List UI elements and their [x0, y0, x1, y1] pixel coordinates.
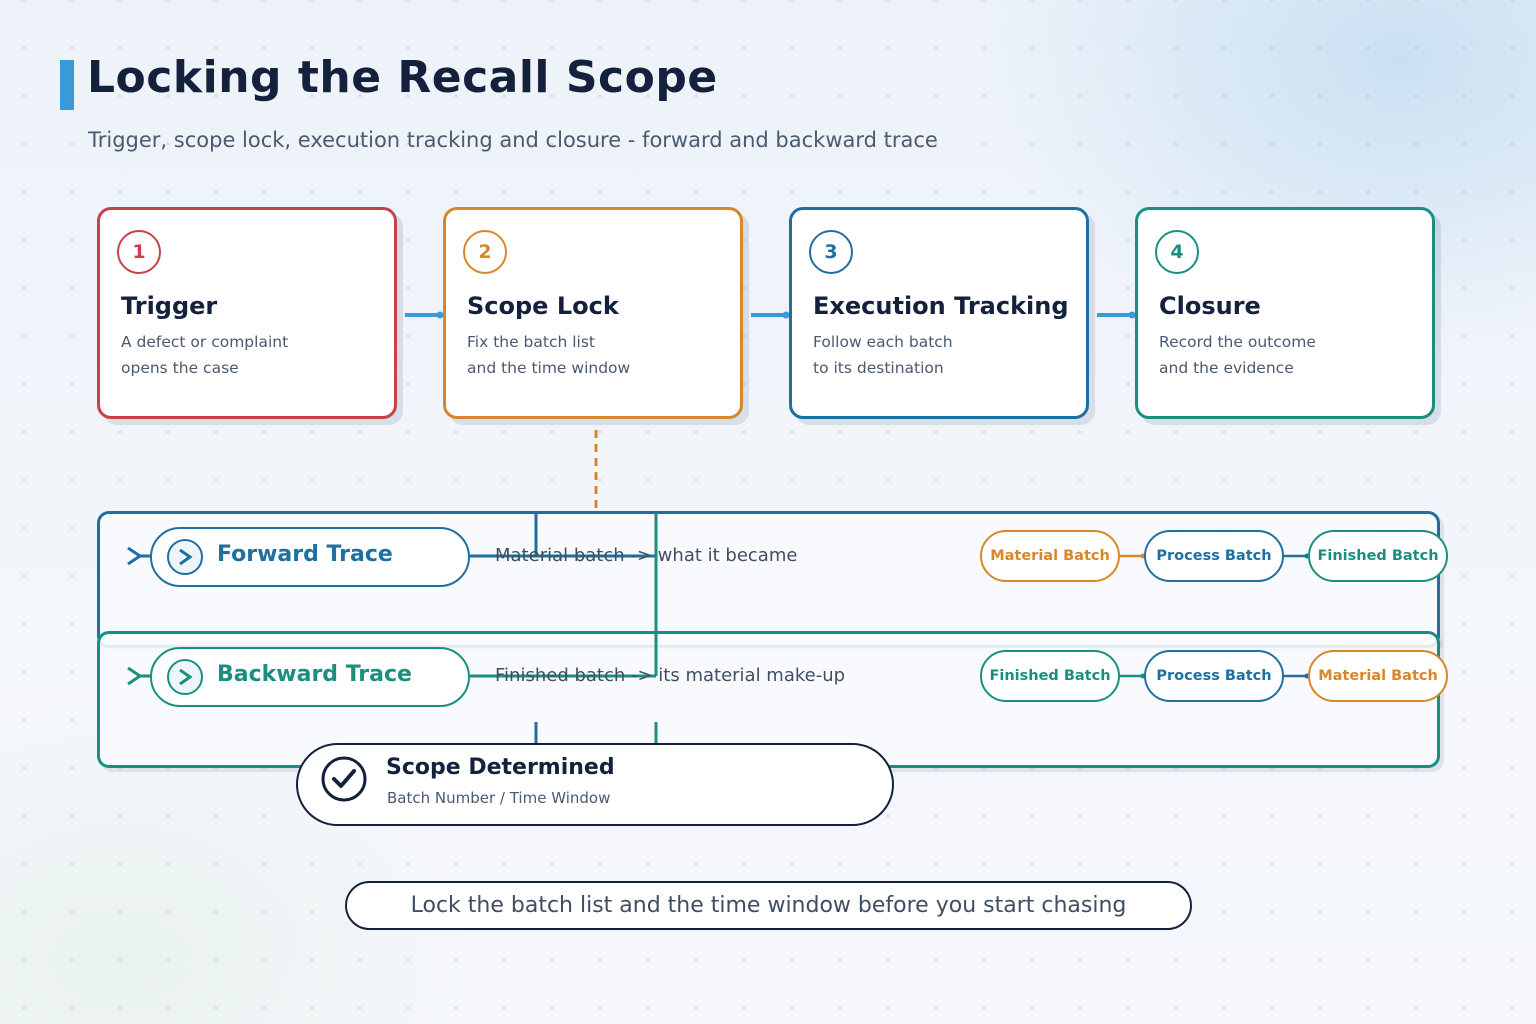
- check-circle-icon: [321, 756, 367, 802]
- backward-trace-label: Backward Trace: [150, 647, 470, 707]
- scope-determined-title: Scope Determined: [386, 755, 615, 780]
- step-number-badge: 1: [117, 230, 161, 274]
- forward-trace-label: Forward Trace: [150, 527, 470, 587]
- backward-chain-chip: Process Batch: [1144, 650, 1284, 702]
- page-subtitle: Trigger, scope lock, execution tracking …: [88, 128, 938, 152]
- step-card-execution-tracking: 3 Execution Tracking Follow each batch t…: [789, 207, 1089, 419]
- step-number-badge: 3: [809, 230, 853, 274]
- forward-trace-description: Material batch -> what it became: [495, 545, 798, 566]
- step-card-scope-lock: 2 Scope Lock Fix the batch list and the …: [443, 207, 743, 419]
- backward-chain-chip: Material Batch: [1308, 650, 1448, 702]
- step-number-badge: 2: [463, 230, 507, 274]
- forward-chain-chip: Material Batch: [980, 530, 1120, 582]
- forward-chain-chip: Finished Batch: [1308, 530, 1448, 582]
- scope-determined-card: Scope Determined Batch Number / Time Win…: [296, 743, 894, 826]
- step-title: Trigger: [121, 292, 218, 320]
- chevron-right-icon: [167, 539, 203, 575]
- forward-trace-title: Forward Trace: [217, 542, 393, 567]
- step-description-line: opens the case: [121, 359, 239, 377]
- step-description-line: and the time window: [467, 359, 631, 377]
- step-number-badge: 4: [1155, 230, 1199, 274]
- forward-chain-chip: Process Batch: [1144, 530, 1284, 582]
- step-connector-dot: [1128, 311, 1136, 319]
- backward-trace-title: Backward Trace: [217, 662, 412, 687]
- step-title: Closure: [1159, 292, 1261, 320]
- step-title: Execution Tracking: [813, 292, 1069, 320]
- step-description-line: Follow each batch: [813, 333, 953, 351]
- step-description-line: Record the outcome: [1159, 333, 1316, 351]
- step-description-line: and the evidence: [1159, 359, 1294, 377]
- step-description-line: Fix the batch list: [467, 333, 596, 351]
- step-description-line: to its destination: [813, 359, 944, 377]
- scope-determined-subtitle: Batch Number / Time Window: [387, 789, 611, 807]
- step-card-trigger: 1 Trigger A defect or complaint opens th…: [97, 207, 397, 419]
- page-title: Locking the Recall Scope: [87, 52, 718, 103]
- forward-entry-arrow-icon: [127, 546, 152, 566]
- step-connector-dot: [782, 311, 790, 319]
- chevron-right-icon: [167, 659, 203, 695]
- backward-entry-arrow-icon: [127, 666, 152, 686]
- step-connector-dot: [436, 311, 444, 319]
- title-accent-bar: [60, 60, 74, 110]
- step-description-line: A defect or complaint: [121, 333, 289, 351]
- backward-chain-chip: Finished Batch: [980, 650, 1120, 702]
- footer-note: Lock the batch list and the time window …: [345, 881, 1192, 930]
- step-card-closure: 4 Closure Record the outcome and the evi…: [1135, 207, 1435, 419]
- backward-trace-description: Finished batch -> its material make-up: [495, 665, 846, 686]
- step-title: Scope Lock: [467, 292, 619, 320]
